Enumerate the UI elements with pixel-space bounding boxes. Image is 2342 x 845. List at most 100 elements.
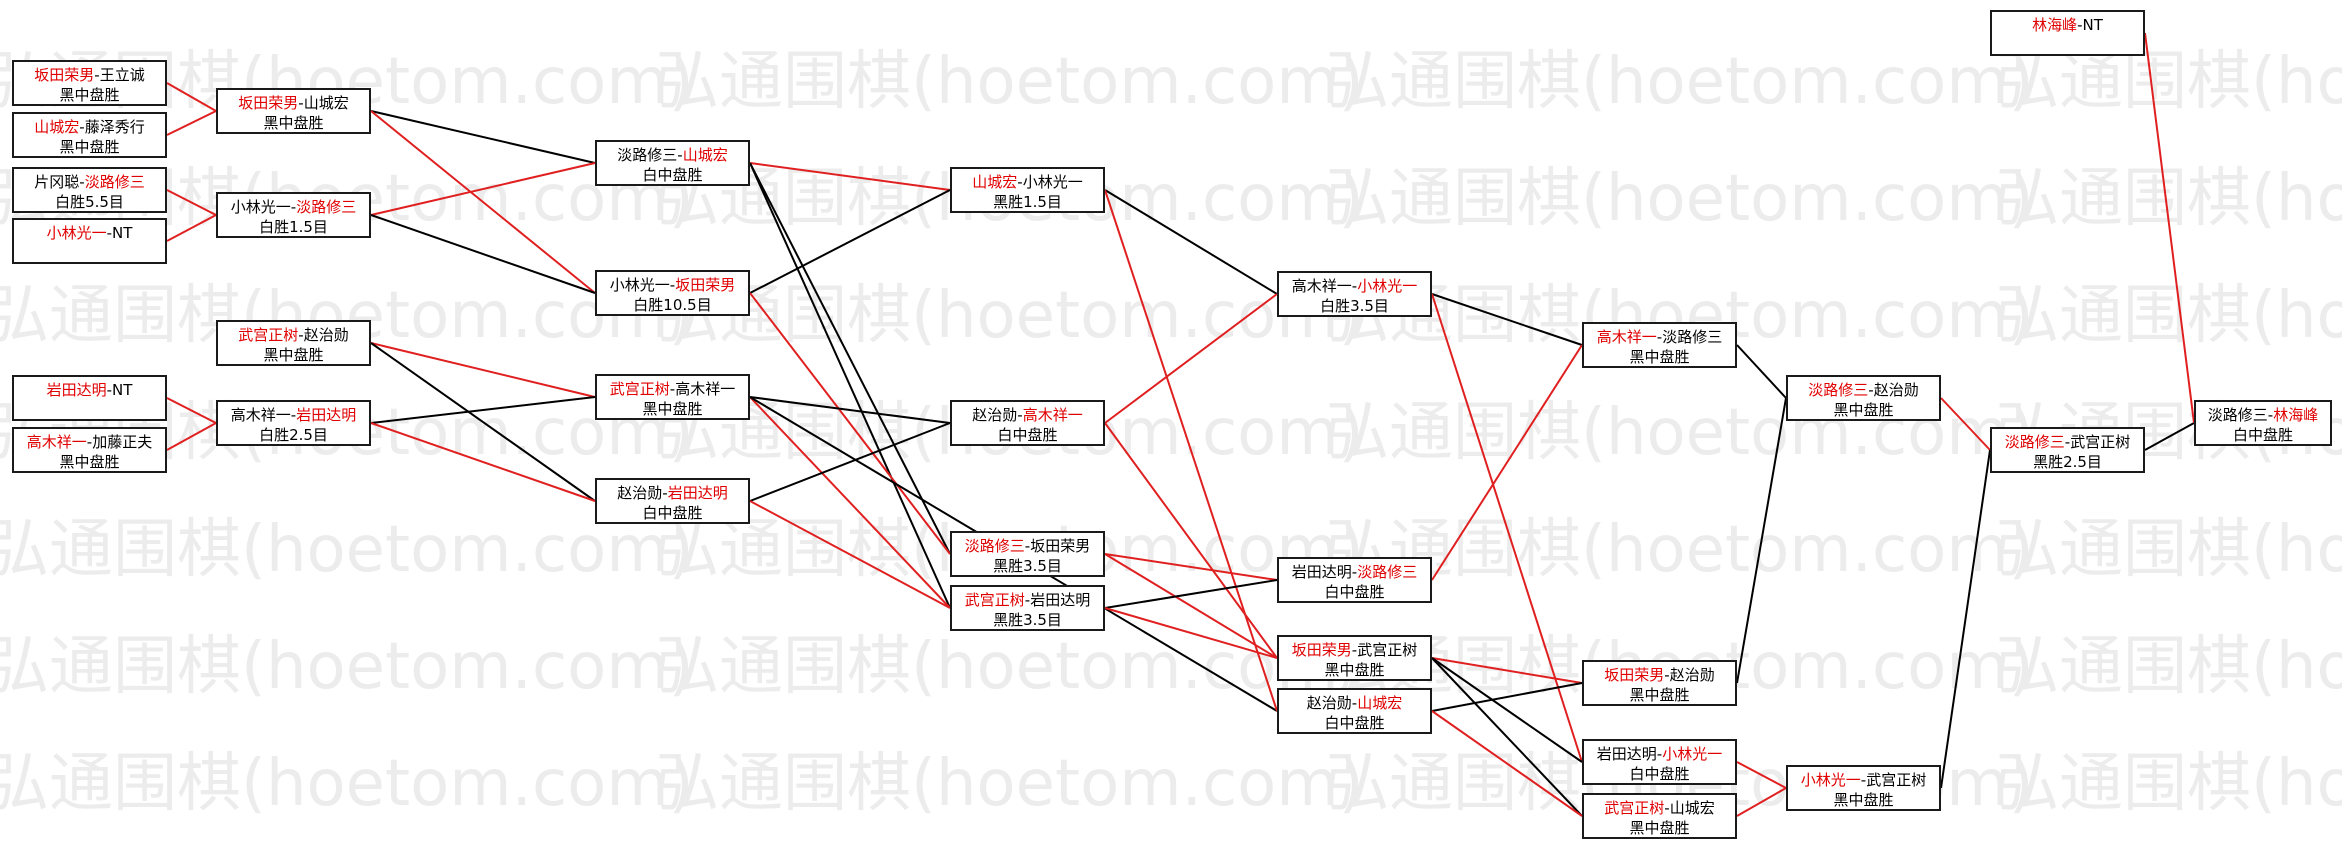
edge-r5d-r6d [1431, 710, 1583, 817]
player-1: 淡路修三 [617, 146, 678, 164]
player-separator: - [106, 224, 113, 242]
player-separator: - [1656, 745, 1663, 763]
match-node-r2b: 小林光一-淡路修三白胜1.5目 [216, 192, 371, 238]
player-2: 山城宏 [1669, 799, 1715, 817]
player-separator: - [677, 146, 683, 164]
player-separator: - [1017, 173, 1023, 191]
match-result: 黑中盘胜 [1629, 348, 1690, 366]
match-result: 黑中盘胜 [59, 138, 120, 156]
match-result: 白中盘胜 [997, 426, 1058, 444]
edge-r4d-r5c [1104, 607, 1278, 659]
edge-r7a-r8a [1940, 397, 1991, 451]
player-separator: - [2077, 16, 2083, 34]
edge-r1a-r2a [166, 82, 217, 112]
match-players: 小林光一-淡路修三 [218, 197, 369, 217]
player-1: 岩田达明 [1291, 563, 1352, 581]
match-result: 黑中盘胜 [1629, 686, 1690, 704]
player-1: 岩田达明 [46, 381, 107, 399]
edge-r1c-r2b [166, 189, 217, 216]
match-players: 坂田荣男-山城宏 [218, 93, 369, 113]
player-separator: - [106, 381, 113, 399]
player-1: 淡路修三 [2004, 433, 2065, 451]
player-2: 淡路修三 [84, 173, 145, 191]
match-node-r4c: 淡路修三-坂田荣男黑胜3.5目 [950, 531, 1105, 577]
match-players: 小林光一-坂田荣男 [597, 275, 748, 295]
match-result: 黑胜3.5目 [993, 557, 1062, 575]
edge-r6a-r7a [1736, 344, 1787, 399]
player-separator: - [86, 433, 93, 451]
match-result: 白中盘胜 [642, 504, 703, 522]
edge-r2a-r3b [370, 110, 596, 294]
edge-r8b-r9a [2144, 32, 2195, 424]
edge-r1f-r2d [166, 422, 217, 451]
player-2: 高木祥一 [1022, 406, 1083, 424]
player-2: 加藤正夫 [92, 433, 153, 451]
player-separator: - [1351, 563, 1358, 581]
match-node-r3d: 赵治勋-岩田达明白中盘胜 [595, 478, 750, 524]
edge-r3d-r4b [749, 422, 951, 502]
edge-r2d-r3d [370, 422, 596, 502]
player-2: 王立诚 [99, 66, 145, 84]
player-2: 武宫正树 [1357, 641, 1418, 659]
player-2: 赵治勋 [1873, 381, 1919, 399]
match-players: 岩田达明-小林光一 [1584, 744, 1735, 764]
player-2: NT [2082, 16, 2103, 34]
player-2: 坂田荣男 [1030, 537, 1091, 555]
player-2: 赵治勋 [303, 326, 349, 344]
player-separator: - [1351, 277, 1358, 295]
edge-r3c-r4b [749, 396, 951, 424]
player-separator: - [1351, 641, 1358, 659]
match-result: 黑胜2.5目 [2033, 453, 2102, 471]
player-2: 山城宏 [682, 146, 728, 164]
player-separator: - [290, 198, 297, 216]
player-2: 淡路修三 [1662, 328, 1723, 346]
player-2: 小林光一 [1662, 745, 1723, 763]
player-1: 高木祥一 [1291, 277, 1352, 295]
match-result: 黑中盘胜 [642, 400, 703, 418]
player-separator: - [1024, 591, 1031, 609]
match-result: 黑中盘胜 [1324, 661, 1385, 679]
player-separator: - [669, 380, 676, 398]
player-1: 淡路修三 [1808, 381, 1869, 399]
player-separator: - [1024, 537, 1031, 555]
match-players: 坂田荣男-王立诚 [14, 65, 165, 85]
match-players: 高木祥一-岩田达明 [218, 405, 369, 425]
player-2: 淡路修三 [296, 198, 357, 216]
player-1: 山城宏 [972, 173, 1018, 191]
player-separator: - [2064, 433, 2071, 451]
player-1: 坂田荣男 [1291, 641, 1352, 659]
player-2: 赵治勋 [1669, 666, 1715, 684]
edge-r5d-r6b [1431, 682, 1583, 712]
edge-r4c-r5c [1104, 553, 1278, 659]
match-result: 黑中盘胜 [1629, 819, 1690, 837]
player-1: 武宫正树 [1604, 799, 1665, 817]
match-players: 岩田达明-淡路修三 [1279, 562, 1430, 582]
edge-r2a-r3a [370, 110, 596, 164]
player-1: 赵治勋 [972, 406, 1018, 424]
player-separator: - [662, 484, 668, 502]
match-node-r7a: 淡路修三-赵治勋黑中盘胜 [1786, 375, 1941, 421]
player-separator: - [1351, 694, 1358, 712]
edge-r5b-r6a [1431, 344, 1583, 581]
edge-r5c-r6b [1431, 657, 1583, 684]
edge-r4b-r5a [1104, 293, 1278, 424]
player-1: 坂田荣男 [238, 94, 299, 112]
match-result: 白中盘胜 [642, 166, 703, 184]
match-node-r6c: 岩田达明-小林光一白中盘胜 [1582, 739, 1737, 785]
match-node-r9a: 淡路修三-林海峰白中盘胜 [2194, 400, 2332, 446]
player-1: 小林光一 [1800, 771, 1861, 789]
match-result: 白胜3.5目 [1320, 297, 1389, 315]
player-separator: - [1868, 381, 1874, 399]
match-players: 山城宏-藤泽秀行 [14, 117, 165, 137]
match-node-r8a: 淡路修三-武宫正树黑胜2.5目 [1990, 427, 2145, 473]
player-1: 武宫正树 [238, 326, 299, 344]
edge-r3a-r4c [749, 162, 951, 555]
edge-r2c-r3c [370, 342, 596, 398]
match-players: 武宫正树-岩田达明 [952, 590, 1103, 610]
edge-r1e-r2d [166, 397, 217, 424]
edge-r3c-r4d [749, 396, 951, 609]
match-result: 白胜1.5目 [259, 218, 328, 236]
player-separator: - [1017, 406, 1023, 424]
player-1: 高木祥一 [26, 433, 87, 451]
